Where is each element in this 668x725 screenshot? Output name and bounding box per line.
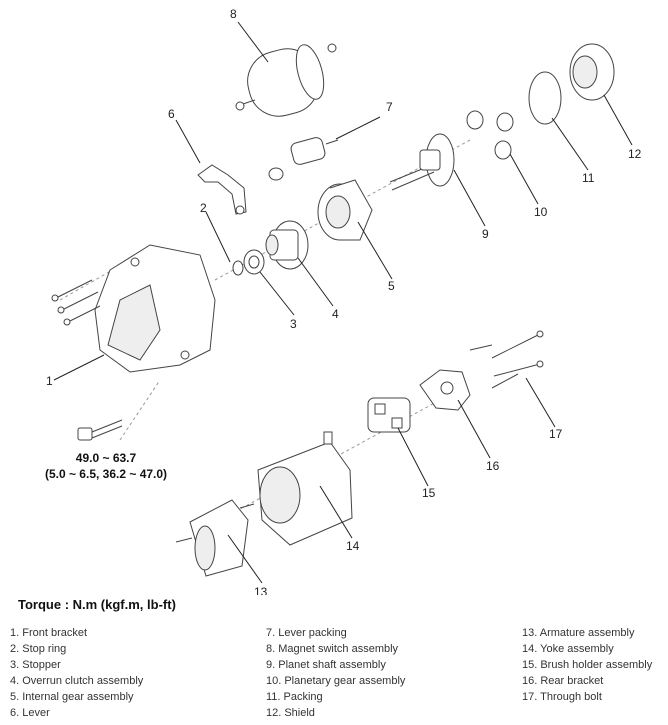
legend-item: 4. Overrun clutch assembly <box>10 675 144 687</box>
legend-item: 7. Lever packing <box>266 627 347 639</box>
callout-17: 17 <box>549 427 563 441</box>
shield <box>569 43 615 101</box>
torque-bolt <box>77 419 123 441</box>
torque-spec: 49.0 ~ 63.7 (5.0 ~ 6.5, 36.2 ~ 47.0) <box>36 450 176 482</box>
torque-spec-line2: (5.0 ~ 6.5, 36.2 ~ 47.0) <box>44 467 168 481</box>
exploded-view-diagram: 1 2 3 4 5 6 7 8 9 10 11 12 13 14 15 16 1… <box>46 7 642 595</box>
callout-5: 5 <box>388 279 395 293</box>
legend-item: 11. Packing <box>266 691 323 703</box>
legend-item: 6. Lever <box>10 707 50 719</box>
callout-10: 10 <box>534 205 548 219</box>
legend-item: 13. Armature assembly <box>522 627 635 639</box>
overrun-clutch-assembly <box>265 220 309 270</box>
callout-8: 8 <box>230 7 237 21</box>
legend-item: 12. Shield <box>266 707 315 719</box>
callout-14: 14 <box>346 539 360 553</box>
callout-16: 16 <box>486 459 500 473</box>
planetary-gear-assembly <box>466 110 514 160</box>
callout-3: 3 <box>290 317 297 331</box>
legend-column-3: 13. Armature assembly 14. Yoke assembly … <box>522 625 652 705</box>
leader-lines <box>53 21 633 584</box>
legend-item: 17. Through bolt <box>522 691 602 703</box>
callout-4: 4 <box>332 307 339 321</box>
magnet-switch-assembly <box>235 43 337 117</box>
callout-1: 1 <box>46 374 53 388</box>
lever <box>197 164 247 215</box>
callout-13: 13 <box>254 585 268 595</box>
rear-bracket <box>419 369 471 411</box>
legend-item: 1. Front bracket <box>10 627 88 639</box>
stop-ring <box>232 260 244 276</box>
torque-spec-line1: 49.0 ~ 63.7 <box>75 451 137 465</box>
callout-2: 2 <box>200 201 207 215</box>
legend-item: 8. Magnet switch assembly <box>266 643 399 655</box>
callout-6: 6 <box>168 107 175 121</box>
callout-15: 15 <box>422 486 436 500</box>
torque-title: Torque : N.m (kgf.m, lb-ft) <box>18 597 176 612</box>
internal-gear-assembly <box>317 179 373 241</box>
through-bolts <box>469 330 544 389</box>
legend-item: 3. Stopper <box>10 659 61 671</box>
legend-item: 2. Stop ring <box>10 643 67 655</box>
callout-12: 12 <box>628 147 642 161</box>
mounting-bolts <box>51 279 101 326</box>
callout-11: 11 <box>582 171 595 185</box>
legend-item: 10. Planetary gear assembly <box>266 675 406 687</box>
lever-packing <box>268 137 339 181</box>
stopper <box>243 249 265 275</box>
legend-column-1: 1. Front bracket 2. Stop ring 3. Stopper… <box>10 625 143 721</box>
yoke-assembly <box>257 431 353 546</box>
legend-item: 5. Internal gear assembly <box>10 691 134 703</box>
legend-item: 16. Rear bracket <box>522 675 604 687</box>
planet-shaft-assembly <box>389 133 455 191</box>
callout-7: 7 <box>386 100 393 114</box>
packing <box>528 71 562 125</box>
brush-holder-assembly <box>367 397 411 433</box>
legend-item: 14. Yoke assembly <box>522 643 614 655</box>
front-bracket <box>94 244 216 373</box>
legend-column-2: 7. Lever packing 8. Magnet switch assemb… <box>266 625 405 721</box>
legend-item: 9. Planet shaft assembly <box>266 659 386 671</box>
callout-9: 9 <box>482 227 489 241</box>
legend-item: 15. Brush holder assembly <box>522 659 653 671</box>
armature-assembly <box>175 499 255 577</box>
